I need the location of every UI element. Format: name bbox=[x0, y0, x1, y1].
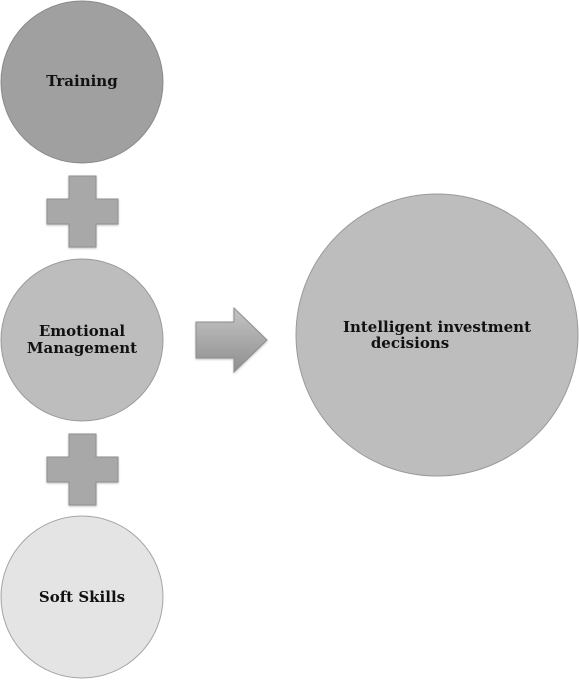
node-intelligent-investment-decisions: Intelligent investment decisions bbox=[295, 193, 579, 477]
arrow-right-icon bbox=[195, 306, 268, 374]
node-emotional-management-circle bbox=[0, 258, 164, 422]
node-outcome-label-line2: decisions bbox=[371, 334, 449, 352]
node-outcome-label-line1: Intelligent investment bbox=[343, 318, 531, 336]
node-soft-skills: Soft Skills bbox=[0, 515, 164, 679]
node-outcome-circle bbox=[295, 193, 579, 477]
arrow-connector bbox=[195, 306, 268, 374]
node-emotional-management: Emotional Management bbox=[0, 258, 164, 422]
node-training-circle bbox=[0, 0, 164, 164]
node-soft-skills-circle bbox=[0, 515, 164, 679]
node-emotional-management-label-line2: Management bbox=[27, 339, 137, 357]
node-training: Training bbox=[0, 0, 164, 164]
plus-icon bbox=[46, 175, 119, 248]
node-soft-skills-label: Soft Skills bbox=[39, 588, 125, 606]
plus-connector-2 bbox=[46, 433, 119, 506]
plus-connector-1 bbox=[46, 175, 119, 248]
node-training-label: Training bbox=[46, 72, 118, 90]
plus-icon bbox=[46, 433, 119, 506]
node-emotional-management-label-line1: Emotional bbox=[39, 322, 126, 340]
